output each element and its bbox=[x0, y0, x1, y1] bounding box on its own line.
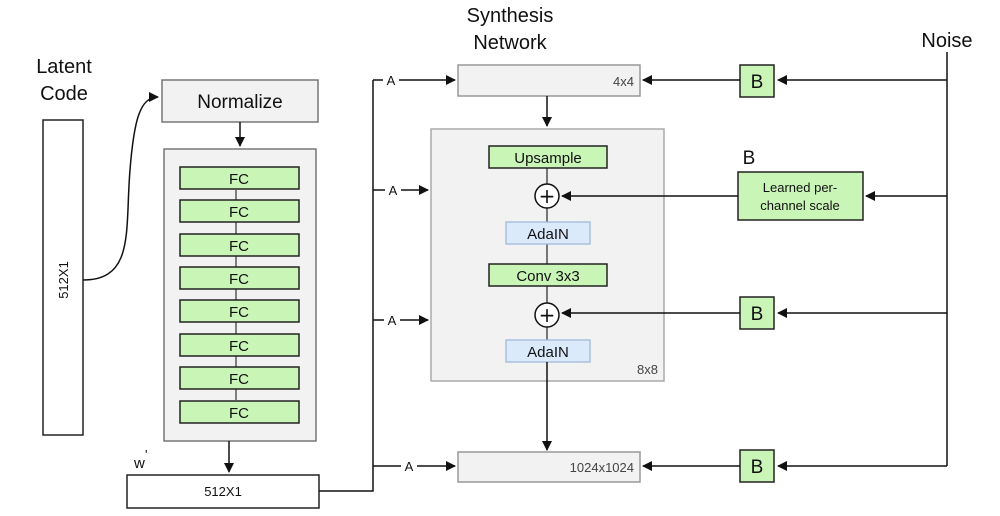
block-4x4-box bbox=[457, 64, 641, 97]
b-box-4x4 bbox=[739, 64, 775, 98]
adain-1-label: AdaIN bbox=[527, 226, 569, 243]
adain-2-label: AdaIN bbox=[527, 344, 569, 361]
upsample-box bbox=[488, 145, 608, 169]
noise-add-2-icon bbox=[534, 302, 560, 328]
noise-add-2-plus: + bbox=[539, 303, 556, 327]
fc-layer-box bbox=[179, 199, 300, 223]
b-label-8x8: B bbox=[751, 304, 764, 325]
upsample-label: Upsample bbox=[514, 150, 582, 167]
learned-scale-line1: Learned per- bbox=[763, 180, 837, 195]
style-a-label-adain1: A bbox=[389, 183, 398, 198]
style-a-label-1024: A bbox=[405, 459, 414, 474]
mapping-network-box bbox=[163, 148, 317, 442]
block-1024-box bbox=[457, 451, 641, 483]
fc-layer-label: FC bbox=[229, 204, 249, 221]
w-style-bus bbox=[319, 80, 374, 492]
fc-layer-box bbox=[179, 166, 300, 190]
normalize-box bbox=[161, 79, 319, 123]
fc-layer-box bbox=[179, 400, 300, 424]
adain-1-box bbox=[505, 221, 591, 245]
fc-layer-box bbox=[179, 299, 300, 323]
fc-layer-box bbox=[179, 366, 300, 390]
fc-layer-box bbox=[179, 233, 300, 257]
learned-scale-line2: channel scale bbox=[760, 198, 840, 213]
latent-to-normalize-arrow bbox=[82, 92, 159, 281]
fc-layer-label: FC bbox=[229, 405, 249, 422]
synthesis-title-line2: Network bbox=[473, 32, 547, 54]
fc-layer-label: FC bbox=[229, 238, 249, 255]
w-prime-mark: ' bbox=[145, 447, 147, 462]
w-label: w bbox=[133, 455, 145, 472]
fc-layer-box bbox=[179, 266, 300, 290]
adain-2-box bbox=[505, 339, 591, 363]
conv-3x3-box bbox=[488, 263, 608, 287]
style-a-label-adain2: A bbox=[388, 313, 397, 328]
fc-layer-box bbox=[179, 333, 300, 357]
fc-layer-label: FC bbox=[229, 171, 249, 188]
fc-layer-label: FC bbox=[229, 304, 249, 321]
conv-3x3-label: Conv 3x3 bbox=[516, 268, 579, 285]
latent-vector-label: 512X1 bbox=[56, 261, 71, 299]
synthesis-title-line1: Synthesis bbox=[467, 5, 554, 27]
latent-vector-box bbox=[42, 119, 84, 436]
fc-layer-stack: FC FC FC FC FC FC FC FC bbox=[179, 166, 300, 424]
latent-code-title-line1: Latent bbox=[36, 56, 92, 78]
block-1024-label: 1024x1024 bbox=[570, 460, 634, 475]
normalize-label: Normalize bbox=[197, 92, 283, 113]
style-a-label-4x4: A bbox=[387, 73, 396, 88]
noise-add-1-plus: + bbox=[539, 184, 556, 208]
fc-layer-label: FC bbox=[229, 371, 249, 388]
latent-code-title-line2: Code bbox=[40, 83, 88, 105]
noise-title: Noise bbox=[921, 30, 972, 52]
b-label-4x4: B bbox=[751, 72, 764, 93]
fc-layer-label: FC bbox=[229, 338, 249, 355]
b-box-1024 bbox=[739, 449, 775, 483]
b-title-learned: B bbox=[743, 148, 756, 169]
block-4x4-label: 4x4 bbox=[613, 74, 634, 89]
fc-layer-label: FC bbox=[229, 271, 249, 288]
style-a-bg bbox=[401, 457, 417, 475]
style-a-bg bbox=[385, 181, 401, 199]
style-a-bg bbox=[384, 311, 400, 329]
b-label-1024: B bbox=[751, 457, 764, 478]
noise-add-1-icon bbox=[534, 183, 560, 209]
w-vector-label: 512X1 bbox=[204, 484, 242, 499]
style-a-bg bbox=[383, 71, 399, 89]
w-vector-box bbox=[126, 474, 320, 509]
block-8x8-label: 8x8 bbox=[637, 362, 658, 377]
